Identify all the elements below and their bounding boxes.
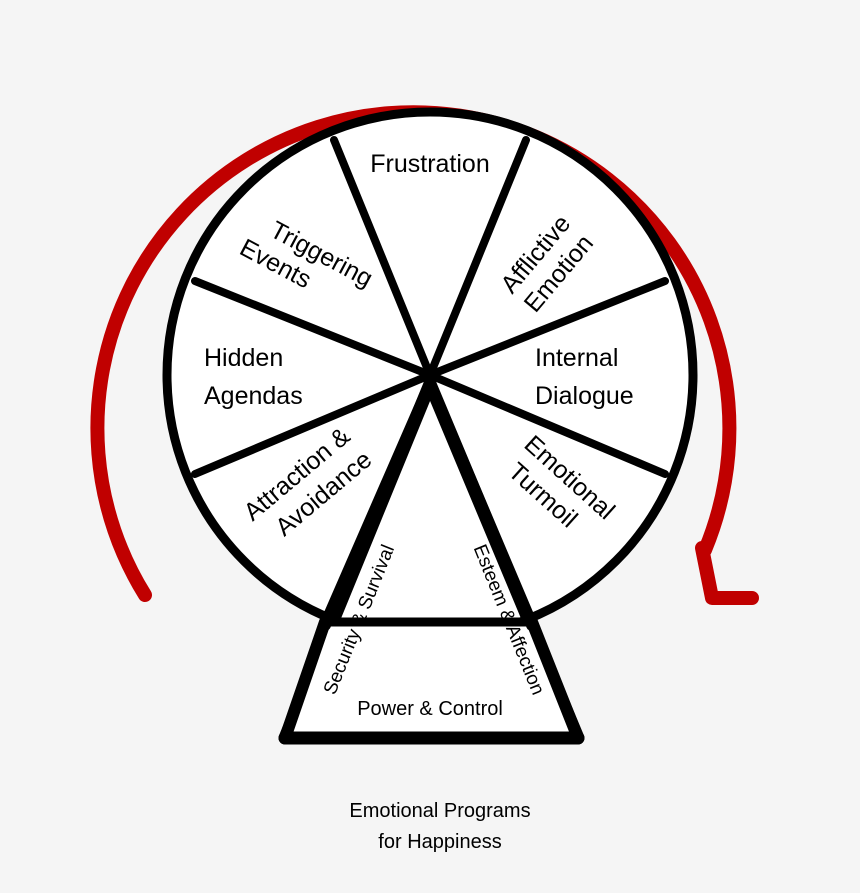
spoke	[426, 277, 669, 379]
spoke	[330, 136, 434, 379]
stand-right-edge	[526, 616, 584, 744]
spoke	[191, 371, 434, 478]
spoke	[426, 371, 669, 478]
segment-hidden-agendas-line1: Hidden	[204, 344, 283, 372]
stand-left-edge	[279, 616, 331, 744]
spoke	[426, 136, 530, 379]
segment-internal-dialogue-line2: Dialogue	[535, 382, 634, 410]
wheel-spokes	[191, 136, 669, 478]
segment-internal-dialogue-line1: Internal	[535, 344, 618, 372]
caption-line1: Emotional Programs	[349, 800, 530, 822]
segment-frustration: Frustration	[370, 150, 489, 178]
stand-left-leg-upper	[319, 378, 436, 631]
spoke	[191, 277, 434, 379]
stand-right-leg-upper	[424, 378, 538, 631]
caption-line2: for Happiness	[378, 831, 501, 853]
cycle-arrowhead	[695, 541, 759, 605]
segment-hidden-agendas-line2: Agendas	[204, 382, 303, 410]
stand-base-label: Power & Control	[357, 698, 503, 720]
